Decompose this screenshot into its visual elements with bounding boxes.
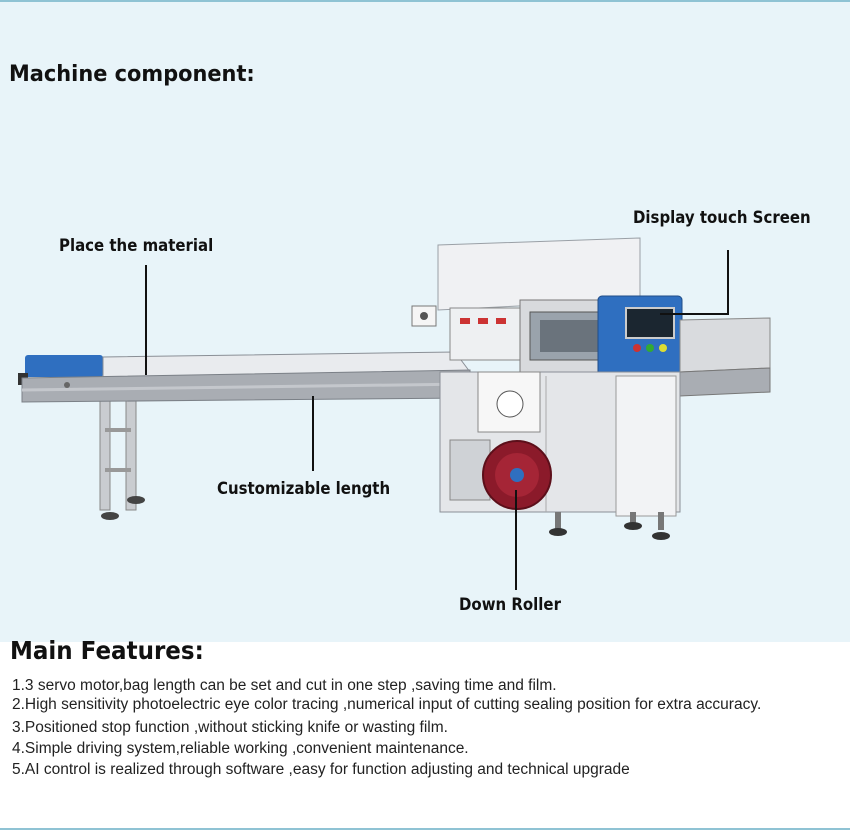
feature-item: 2.High sensitivity photoelectric eye col… [12,696,762,713]
callout-place-material: Place the material [59,236,214,256]
leader-line-display-screen-horizontal [660,313,729,315]
packaging-machine-image [18,237,771,540]
film-roll [482,440,552,510]
machine-component-title: Machine component: [9,62,255,87]
leader-line-place-material [145,265,147,375]
outfeed-conveyor [679,317,771,397]
callout-customizable-length: Customizable length [217,479,391,499]
leader-line-display-screen [727,250,729,315]
features-list: 1.3 servo motor,bag length can be set an… [12,677,832,782]
feature-item: 4.Simple driving system,reliable working… [12,740,469,757]
bottom-divider [0,828,850,830]
machine-feet [549,512,670,540]
display-column [597,295,683,377]
feature-item: 1.3 servo motor,bag length can be set an… [12,677,557,694]
feature-item: 5.AI control is realized through softwar… [12,761,630,778]
conveyor-stand [99,397,145,520]
control-panel-box [449,307,521,361]
leader-line-down-roller [515,490,517,590]
callout-display-screen: Display touch Screen [633,208,811,228]
machine-body [439,371,681,517]
feature-item: 3.Positioned stop function ,without stic… [12,719,448,736]
callout-down-roller: Down Roller [459,595,561,615]
leader-line-customizable-length [312,396,314,471]
main-features-title: Main Features: [10,636,204,665]
rear-cabinet [411,237,641,327]
